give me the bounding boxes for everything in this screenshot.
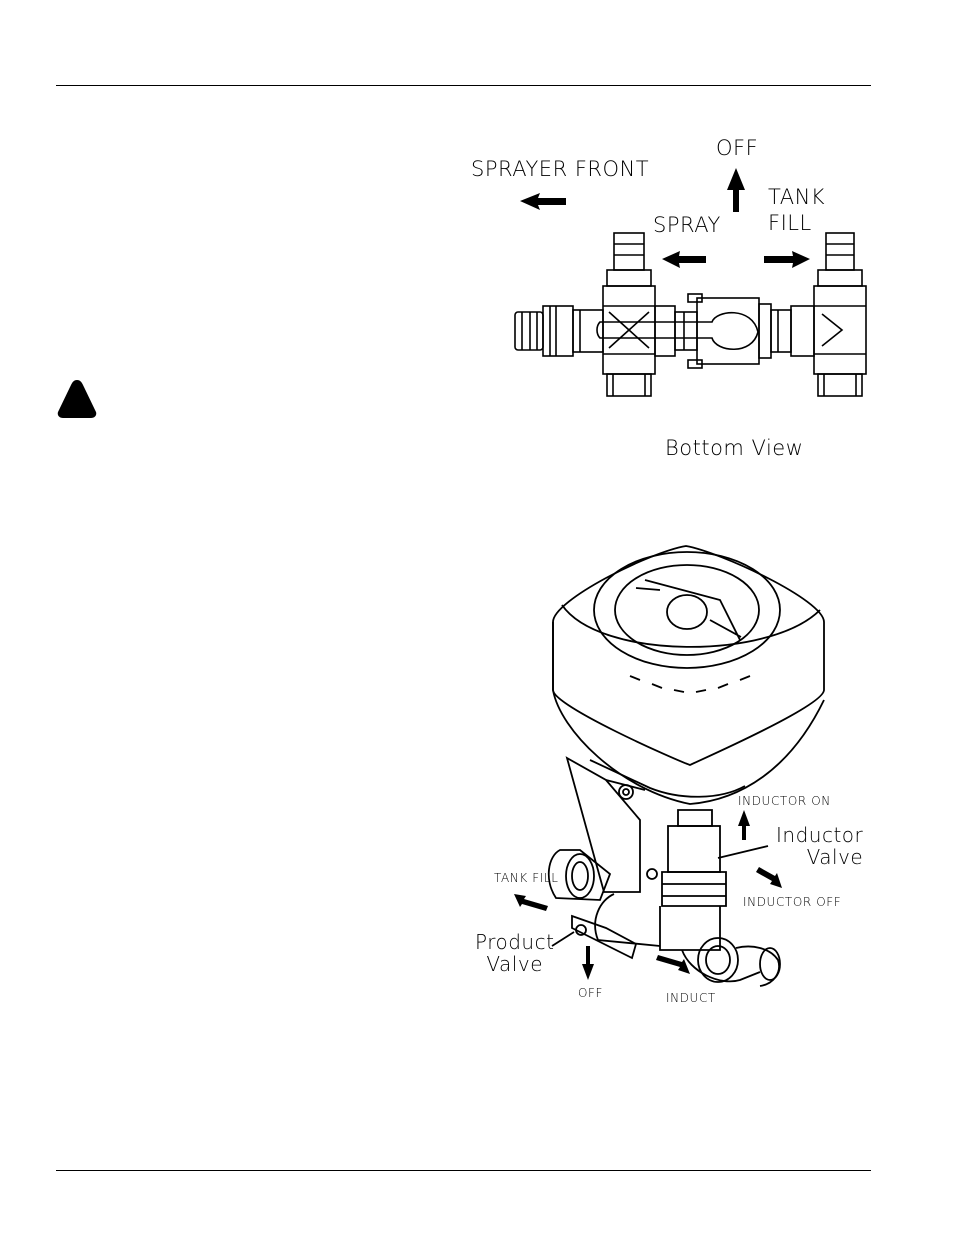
inductor-off-arrow-icon — [756, 867, 782, 888]
sprayer-front-arrow-icon — [520, 193, 566, 210]
off-arrow-icon — [727, 168, 745, 212]
tank-fill-label-lower: TANK FILL — [494, 871, 559, 885]
product-valve-label: Product Valve — [475, 930, 555, 976]
induct-arrow-icon — [656, 955, 690, 974]
off-label: OFF — [716, 136, 759, 160]
inductor-assembly-drawing — [547, 545, 825, 987]
induct-label: INDUCT — [666, 991, 716, 1005]
warning-triangle-icon — [57, 380, 97, 418]
off-arrow-icon — [582, 946, 594, 980]
tank-fill-arrow-icon — [764, 251, 810, 268]
sprayer-front-label: SPRAYER FRONT — [471, 157, 650, 181]
spray-label: SPRAY — [653, 213, 721, 237]
off-label-lower: OFF — [578, 986, 604, 1000]
spray-arrow-icon — [662, 251, 706, 268]
inductor-on-arrow-icon — [738, 810, 750, 840]
footer-rule — [56, 1170, 871, 1171]
tank-fill-label: TANK FILL — [768, 185, 826, 235]
bottom-view-caption: Bottom View — [665, 436, 804, 460]
inductor-on-label: INDUCTOR ON — [738, 794, 831, 808]
inductor-off-label: INDUCTOR OFF — [743, 895, 842, 909]
inductor-valve-label: Inductor Valve — [776, 823, 864, 869]
tank-fill-arrow-icon — [514, 894, 548, 911]
header-rule — [56, 85, 871, 86]
